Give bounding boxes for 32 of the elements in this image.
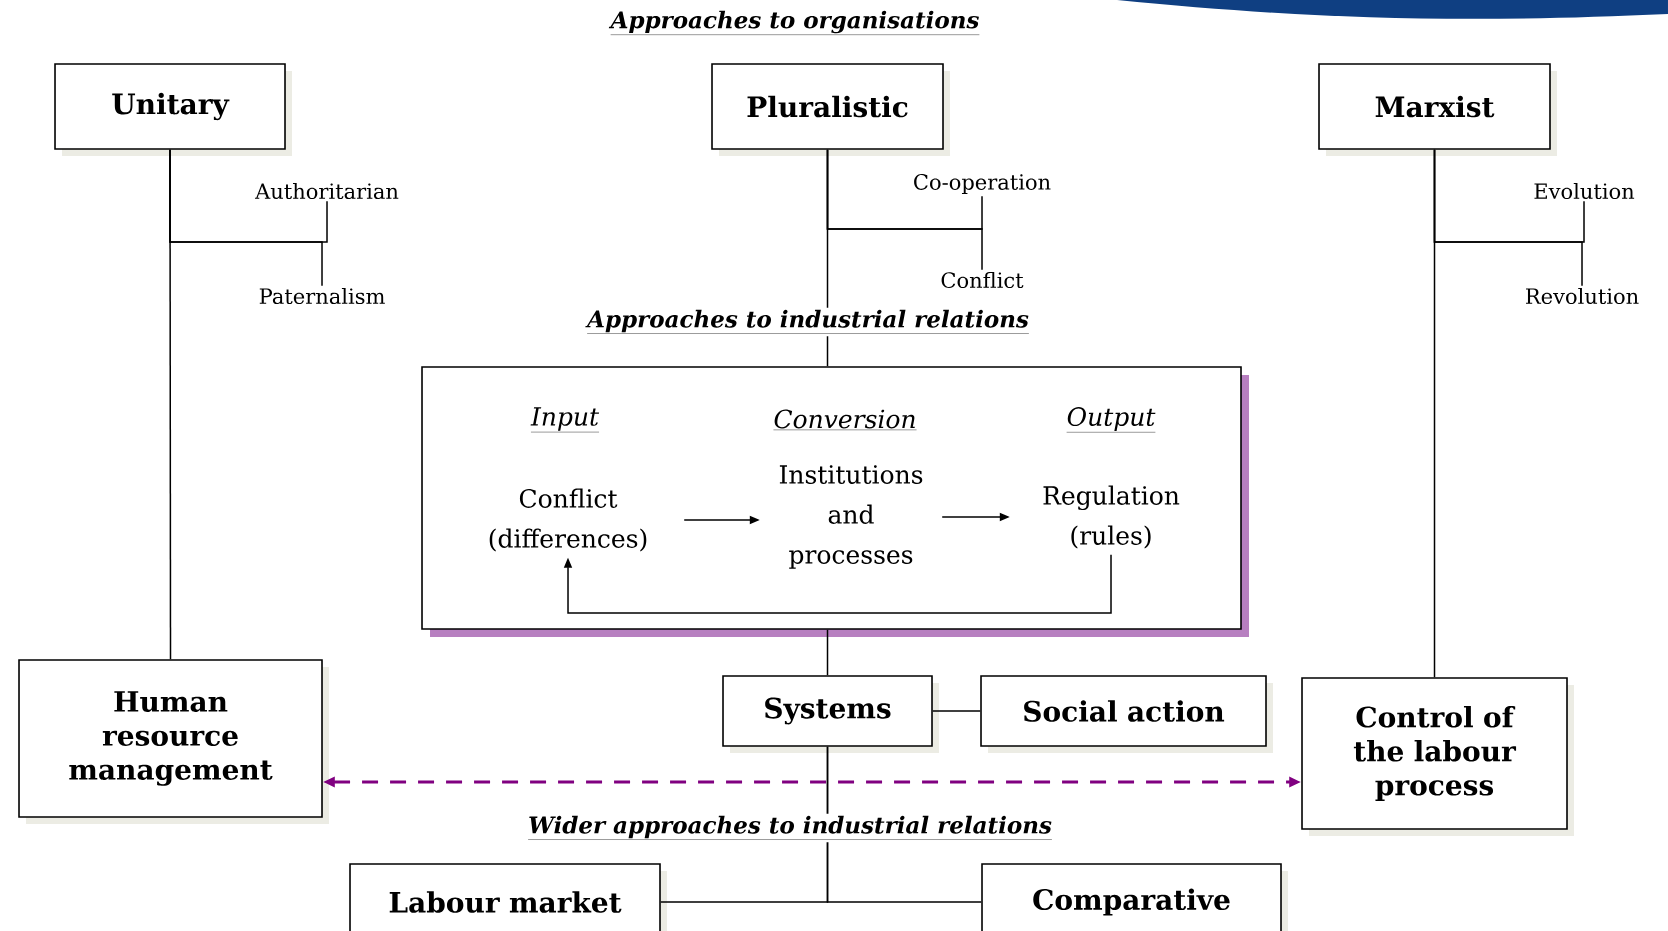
branch-label: Co-operation — [914, 174, 1051, 194]
label-box: Pluralistic — [711, 63, 950, 156]
label-box: Comparative — [981, 863, 1288, 931]
process-text: Conflict (differences) — [489, 488, 647, 552]
column-heading: Output — [1066, 407, 1156, 433]
connector-line — [826, 149, 829, 367]
label-box: Unitary — [54, 63, 292, 156]
branch-label: Authoritarian — [255, 182, 399, 200]
connector-line — [932, 710, 981, 712]
box-shape — [421, 366, 1249, 637]
label-box: Social action — [980, 675, 1273, 753]
branch-label: Conflict — [941, 271, 1024, 289]
label-box: Marxist — [1318, 63, 1557, 156]
branch-label: Revolution — [1526, 287, 1639, 305]
connector-line — [1433, 149, 1436, 678]
process-text: Regulation (rules) — [1043, 485, 1180, 549]
label-box: Control of the labour process — [1301, 677, 1574, 836]
label-box: Human resource management — [18, 659, 329, 824]
section-heading: Approaches to organisations — [608, 10, 980, 35]
process-text: Institutions and processes — [779, 465, 923, 569]
branch-label: Evolution — [1534, 182, 1635, 200]
branch-label: Paternalism — [259, 287, 385, 305]
connector-line — [826, 629, 829, 676]
connector-line — [169, 149, 323, 287]
arrow — [563, 553, 1112, 614]
section-heading: Wider approaches to industrial relations — [526, 813, 1054, 843]
connector-line — [826, 746, 982, 903]
column-heading: Input — [530, 407, 600, 433]
label-box: Labour market — [349, 863, 667, 931]
section-heading: Approaches to industrial relations — [585, 307, 1031, 337]
label-box: Systems — [722, 675, 939, 753]
column-heading: Conversion — [773, 409, 917, 431]
